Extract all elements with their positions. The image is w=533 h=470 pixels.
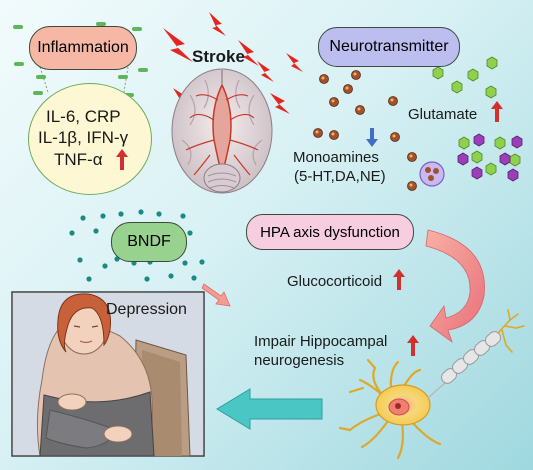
brain-illustration <box>171 68 273 194</box>
glucocorticoid-label: Glucocorticoid <box>287 273 383 290</box>
glutamate-increase-arrow <box>491 101 503 122</box>
neuron-illustration <box>338 309 525 460</box>
lightning-bolts <box>163 12 303 114</box>
neurotransmitter-pill: Neurotransmitter <box>318 27 460 67</box>
depression-label: Depression <box>106 301 187 318</box>
monoamines-line-2: (5-HT,DA,NE) <box>294 168 386 185</box>
inflammation-label: Inflammation <box>37 39 129 56</box>
stroke-title: Stroke <box>192 47 245 66</box>
cytokine-increase-arrow <box>116 149 128 170</box>
bndf-label: BNDF <box>127 233 171 250</box>
neurotransmitter-label: Neurotransmitter <box>329 38 449 55</box>
hippocampal-line-2: neurogenesis <box>254 352 345 369</box>
glutamate-molecules <box>432 56 523 182</box>
hpa-to-hippocampus-arrow <box>425 229 485 344</box>
monoamines-line-1: Monoamines <box>293 149 379 166</box>
monoamine-vesicles <box>313 70 445 191</box>
glucocorticoid-increase-arrow <box>393 269 405 290</box>
cytokine-line-1: IL-6, CRP <box>46 107 121 126</box>
monoamines-decrease-arrow <box>366 128 378 147</box>
cytokine-line-3: TNF-α <box>54 150 103 169</box>
bndf-pill: BNDF <box>111 222 187 262</box>
hippocampal-increase-arrow <box>407 335 419 356</box>
hippocampal-line-1: Impair Hippocampal <box>254 333 388 350</box>
glutamate-label: Glutamate <box>408 106 478 123</box>
cytokine-circle <box>28 83 152 195</box>
neuron-to-depression-arrow <box>216 388 323 430</box>
cytokine-line-2: IL-1β, IFN-γ <box>38 128 129 147</box>
hpa-pill: HPA axis dysfunction <box>246 214 414 250</box>
bndf-to-depression-arrow <box>201 283 231 307</box>
hpa-label: HPA axis dysfunction <box>260 223 400 241</box>
inflammation-pill: Inflammation <box>29 26 137 70</box>
depression-panel <box>11 291 205 457</box>
inflammation-connectors <box>39 66 129 93</box>
